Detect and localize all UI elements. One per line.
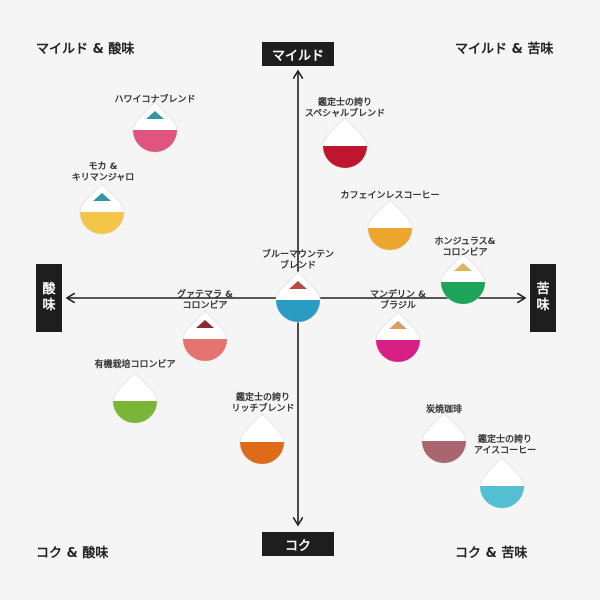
coffee-drop xyxy=(322,117,368,169)
drop-fill xyxy=(276,300,320,322)
coffee-label: 有機栽培コロンビア xyxy=(94,360,176,370)
coffee-label: グァテマラ &コロンビア xyxy=(177,290,233,311)
coffee-drop xyxy=(275,271,321,323)
drop-fill xyxy=(368,228,412,250)
drop-fill xyxy=(133,130,177,152)
coffee-drop xyxy=(132,101,178,153)
axis-right-char-1: 苦 xyxy=(536,282,550,297)
drop-fill xyxy=(183,339,227,361)
axis-right-char-2: 味 xyxy=(536,298,550,313)
coffee-drop xyxy=(367,199,413,251)
coffee-label: モカ &キリマンジャロ xyxy=(71,162,135,183)
axis-left-char-1: 酸 xyxy=(42,282,56,297)
coffee-drop xyxy=(112,372,158,424)
axis-left-label: 酸 味 xyxy=(36,264,62,332)
drop-fill xyxy=(441,282,485,304)
drop-fill xyxy=(323,146,367,168)
coffee-drop xyxy=(479,457,525,509)
drop-cap xyxy=(93,193,111,201)
drop-fill xyxy=(240,442,284,464)
coffee-label: マンデリン &ブラジル xyxy=(370,290,426,311)
drop-fill xyxy=(80,212,124,234)
coffee-drop xyxy=(239,413,285,465)
corner-top-left: マイルド & 酸味 xyxy=(36,42,135,57)
coffee-drop xyxy=(421,412,467,464)
coffee-label: ハワイコナブレンド xyxy=(114,95,196,105)
drop-cap xyxy=(196,320,214,328)
coffee-label: ブルーマウンテンブレンド xyxy=(261,250,335,271)
coffee-drop xyxy=(440,253,486,305)
coffee-label: カフェインレスコーヒー xyxy=(340,191,440,201)
coffee-label: ホンジュラス&コロンビア xyxy=(434,237,496,258)
corner-top-right: マイルド & 苦味 xyxy=(455,42,554,57)
coffee-label: 鑑定士の誇りスペシャルブレンド xyxy=(304,98,386,119)
axis-bottom-label: コク xyxy=(262,532,334,556)
drop-cap xyxy=(289,281,307,289)
coffee-label: 炭焼珈琲 xyxy=(425,405,463,415)
coffee-drop xyxy=(79,183,125,235)
drop-fill xyxy=(480,486,524,508)
coffee-drop xyxy=(375,311,421,363)
coffee-drop xyxy=(182,310,228,362)
drop-fill xyxy=(113,401,157,423)
coffee-label: 鑑定士の誇りリッチブレンド xyxy=(231,393,295,414)
axis-top-label: マイルド xyxy=(262,42,334,66)
drop-cap xyxy=(146,111,164,119)
coffee-label: 鑑定士の誇りアイスコーヒー xyxy=(473,435,537,456)
axis-right-label: 苦 味 xyxy=(530,264,556,332)
drop-cap xyxy=(454,263,472,271)
corner-bottom-left: コク & 酸味 xyxy=(36,546,109,561)
drop-fill xyxy=(376,340,420,362)
axis-left-char-2: 味 xyxy=(42,298,56,313)
corner-bottom-right: コク & 苦味 xyxy=(455,546,528,561)
drop-fill xyxy=(422,441,466,463)
drop-cap xyxy=(389,321,407,329)
